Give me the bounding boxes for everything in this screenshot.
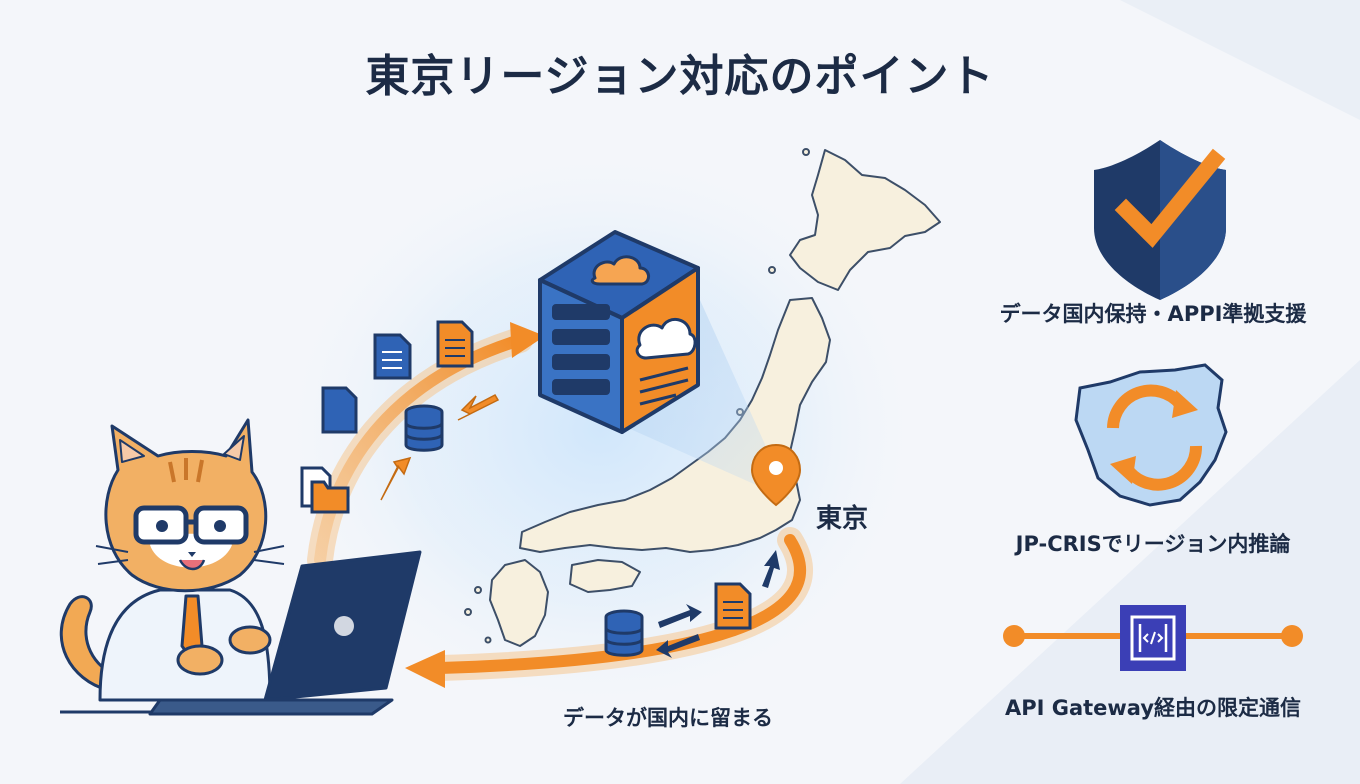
island-dot (802, 148, 810, 156)
return-arc (434, 534, 806, 674)
database-icon (604, 609, 644, 657)
glow-halo (270, 140, 930, 720)
exchange-arrows-icon (656, 604, 702, 658)
kyushu-island (489, 559, 549, 647)
document-icon (321, 386, 358, 434)
shikoku-island (569, 559, 641, 593)
database-icon (404, 404, 444, 452)
document-icon (373, 333, 412, 380)
island-dot (474, 586, 482, 594)
data-domestic-label: データが国内に留まる (563, 706, 773, 730)
document-icon (436, 320, 474, 368)
region-sync-icon (1074, 363, 1228, 507)
tokyo-pin-icon (750, 443, 802, 507)
island-dot (768, 266, 776, 274)
island-dot (484, 636, 492, 644)
file-folder-icon (300, 466, 350, 514)
feature-label-data-retention: データ国内保持・APPI準拠支援 (999, 302, 1307, 326)
document-icon (714, 582, 752, 630)
upload-arrow-head (510, 322, 545, 358)
api-gateway-icon (1003, 605, 1303, 671)
small-arrow-icon (380, 456, 412, 501)
feature-label-jp-cris: JP-CRISでリージョン内推論 (1015, 532, 1291, 556)
feature-label-api-gateway: API Gateway経由の限定通信 (1004, 696, 1302, 720)
hokkaido-island (789, 149, 941, 291)
page-title: 東京リージョン対応のポイント (365, 51, 995, 102)
background-panel (900, 360, 1360, 784)
island-dot (464, 608, 472, 616)
cloud-server-cube-icon (538, 230, 700, 434)
server-beam (610, 300, 790, 500)
tokyo-label: 東京 (816, 504, 869, 534)
background-corner (1120, 0, 1360, 120)
return-arrow-head (405, 650, 445, 688)
shield-check-icon (1094, 140, 1226, 300)
cat-developer-illustration (59, 418, 422, 716)
small-arrow-icon (762, 550, 780, 588)
small-arrow-icon (457, 394, 500, 421)
